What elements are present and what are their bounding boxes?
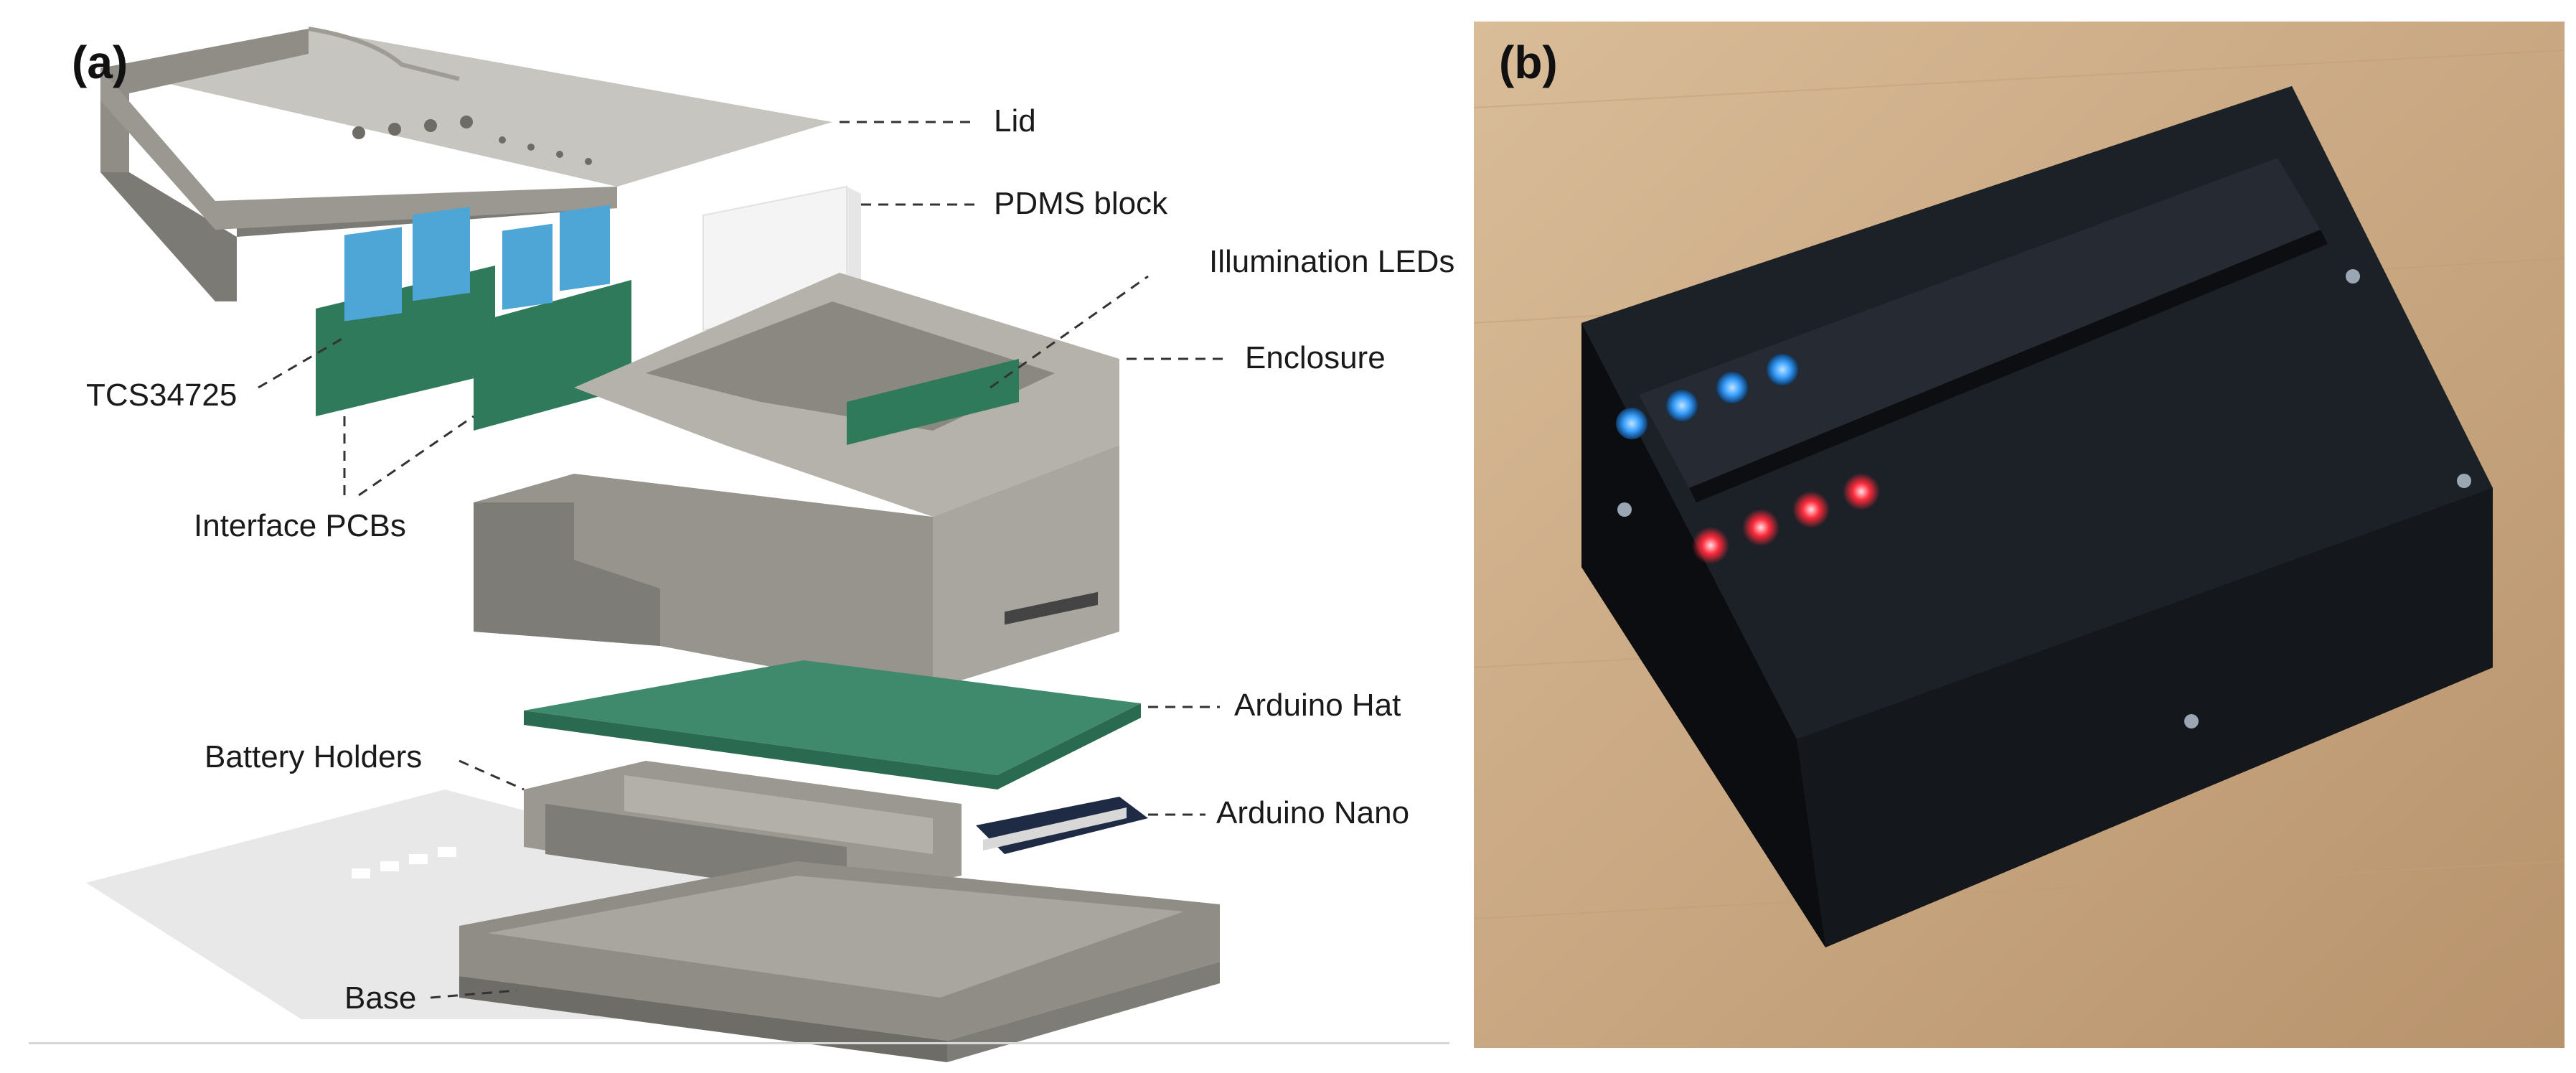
shadow-highlight bbox=[380, 861, 399, 871]
shadow-highlight bbox=[438, 847, 456, 857]
leader-base bbox=[430, 989, 517, 999]
callout-base: Base bbox=[344, 980, 417, 1016]
exploded-diagram-svg bbox=[86, 27, 1227, 1062]
panel-a-exploded-view: (a) Lid PDMS block Illumination LEDs Enc… bbox=[29, 27, 1455, 1062]
red-led bbox=[1742, 509, 1780, 546]
screw bbox=[2346, 269, 2360, 284]
callout-illumination-leds: Illumination LEDs bbox=[1209, 244, 1455, 279]
panel-a-baseline bbox=[29, 1042, 1449, 1044]
leader-battery bbox=[459, 759, 525, 791]
red-led bbox=[1843, 473, 1880, 510]
screws bbox=[1617, 269, 2471, 728]
arduino-hat-part bbox=[524, 660, 1141, 789]
callout-arduino-nano: Arduino Nano bbox=[1216, 795, 1410, 830]
panel-a-label: (a) bbox=[72, 37, 128, 88]
leader-lines bbox=[258, 121, 1227, 999]
blue-led bbox=[1767, 354, 1798, 385]
red-leds bbox=[1692, 473, 1880, 564]
callout-battery-holders: Battery Holders bbox=[205, 739, 423, 774]
callout-interface-pcbs: Interface PCBs bbox=[194, 508, 406, 543]
red-led bbox=[1692, 527, 1729, 564]
blue-led bbox=[1716, 372, 1748, 403]
enclosure-part bbox=[474, 273, 1119, 689]
callout-arduino-hat: Arduino Hat bbox=[1234, 688, 1401, 723]
blue-led bbox=[1666, 390, 1698, 421]
shadow-highlight bbox=[409, 854, 428, 864]
screw bbox=[1617, 502, 1632, 517]
callout-enclosure: Enclosure bbox=[1245, 340, 1386, 375]
device-enclosure bbox=[1581, 86, 2493, 947]
screw bbox=[2184, 714, 2199, 728]
callout-lid: Lid bbox=[994, 103, 1036, 139]
screw bbox=[2457, 474, 2471, 488]
leader-pcb2 bbox=[358, 415, 474, 497]
blue-led bbox=[1616, 408, 1647, 439]
device-photo-svg bbox=[1474, 22, 2565, 1048]
callout-pdms-block: PDMS block bbox=[994, 186, 1168, 221]
callout-tcs34725: TCS34725 bbox=[86, 378, 238, 413]
leader-leds bbox=[989, 275, 1149, 389]
blue-leds bbox=[1616, 354, 1798, 439]
lid-part bbox=[100, 27, 832, 301]
arduino-nano-part bbox=[976, 591, 1148, 854]
panel-b-device-photo: (b) bbox=[1474, 22, 2565, 1048]
shadow-highlight bbox=[352, 868, 370, 878]
base-part bbox=[459, 861, 1220, 1062]
red-led bbox=[1792, 491, 1830, 528]
interface-pcbs-part bbox=[316, 205, 631, 431]
panel-b-label: (b) bbox=[1499, 37, 1558, 88]
